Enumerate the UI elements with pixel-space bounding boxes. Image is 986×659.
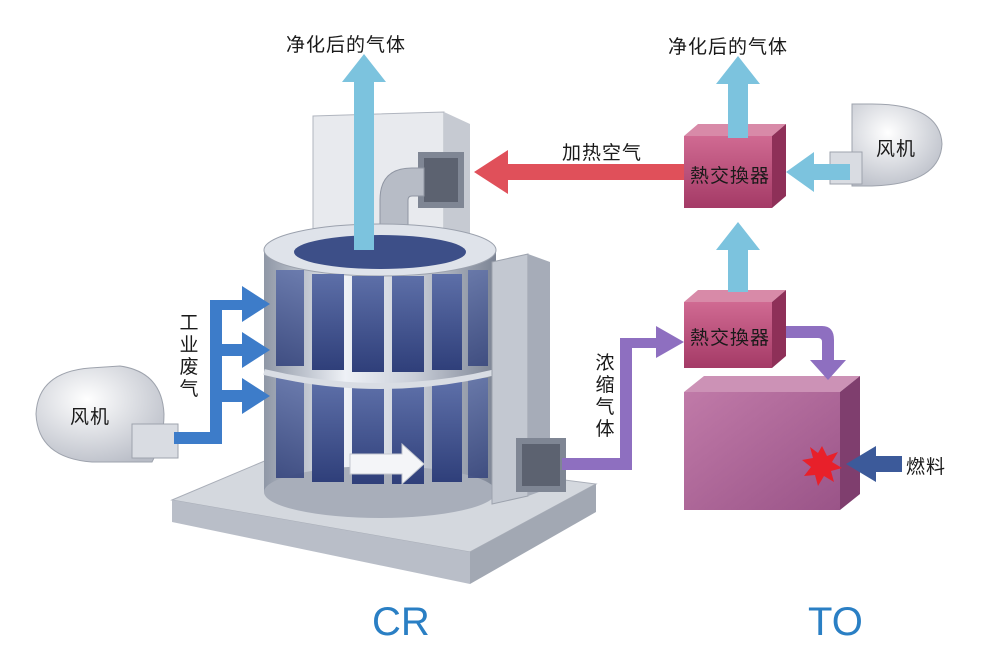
flame-burst-icon xyxy=(802,446,842,486)
bend-pipe xyxy=(379,167,425,241)
hx-link-arrow xyxy=(716,222,760,292)
fan-left xyxy=(35,365,179,463)
label-fan-left: 风机 xyxy=(70,406,111,428)
side-duct xyxy=(491,253,566,505)
to-oxidizer-box xyxy=(684,376,860,510)
exhaust-duct-box xyxy=(312,111,470,249)
rotor-cylinder xyxy=(263,223,497,518)
label-heated-air: 加热空气 xyxy=(562,142,643,164)
label-fuel: 燃料 xyxy=(906,456,947,478)
heat-exchanger-bottom xyxy=(684,290,786,368)
label-cr: CR xyxy=(372,600,430,644)
label-fan-right: 风机 xyxy=(876,138,917,160)
label-heat-exchanger-bottom: 熱交換器 xyxy=(690,327,771,349)
heated-air-arrow xyxy=(474,150,684,194)
label-industrial-exhaust: 工业废气 xyxy=(179,312,199,400)
label-purified-gas-left: 净化后的气体 xyxy=(286,34,407,56)
label-to: TO xyxy=(808,600,863,644)
concentrated-gas-arrow xyxy=(562,326,684,470)
purified-gas-arrow-right xyxy=(716,56,760,138)
rotation-arrow xyxy=(349,442,425,486)
rotor-panels xyxy=(276,270,488,484)
hx-to-arrow xyxy=(786,326,846,380)
label-concentrated-gas: 浓缩气体 xyxy=(595,352,615,440)
label-heat-exchanger-top: 熱交換器 xyxy=(690,165,771,187)
heat-exchanger-top xyxy=(684,124,786,208)
label-purified-gas-right: 净化后的气体 xyxy=(668,36,789,58)
purified-gas-arrow-left xyxy=(342,54,386,250)
fuel-arrow xyxy=(846,446,902,482)
fan-air-arrow xyxy=(786,152,850,192)
industrial-exhaust-arrow xyxy=(174,286,270,444)
